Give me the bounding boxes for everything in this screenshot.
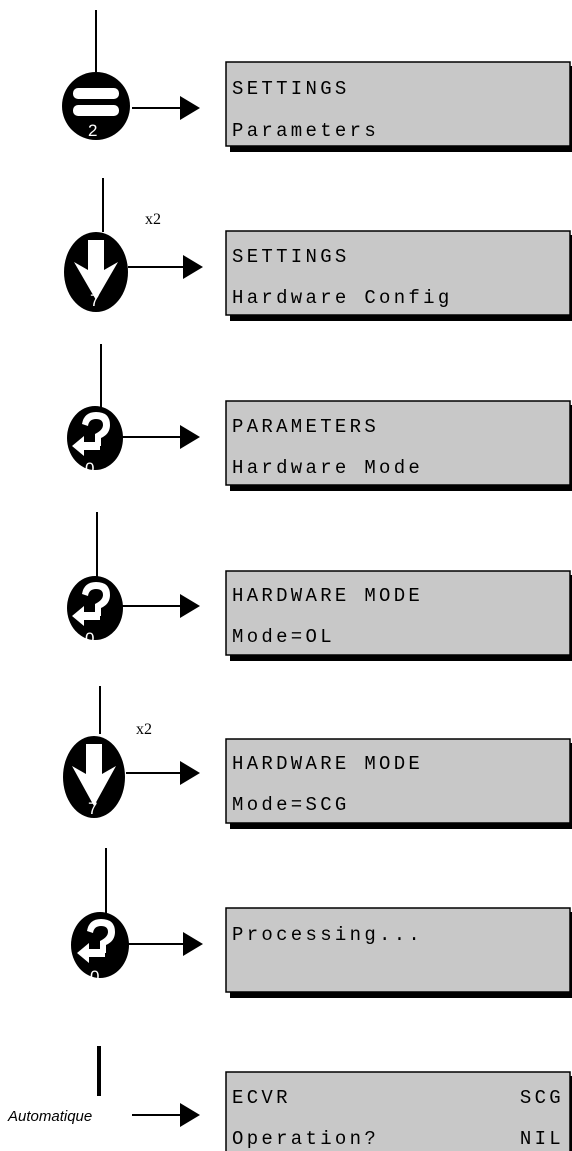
arrow-head <box>180 1103 200 1127</box>
press-count: x2 <box>136 721 152 738</box>
lcd-display: PARAMETERS Hardware Mode <box>225 400 572 491</box>
key-number: 0 <box>85 629 94 648</box>
key-number: 7 <box>90 291 99 310</box>
arrow-head <box>180 761 200 785</box>
lcd-line-1: PARAMETERS <box>232 416 379 438</box>
step-1: 2 SETTINGS Parameters <box>62 10 572 152</box>
step-5: x2 7 HARDWARE MODE Mode=SCG <box>63 686 572 829</box>
enter-key-icon <box>67 576 123 640</box>
lcd-line-1: ECVR <box>232 1087 291 1109</box>
lcd-line-2: Operation? <box>232 1128 379 1150</box>
lcd-display: Processing... <box>225 907 572 998</box>
step-2: x2 7 SETTINGS Hardware Config <box>64 178 572 321</box>
lcd-line-1: SETTINGS <box>232 78 350 100</box>
lcd-line-1: HARDWARE MODE <box>232 753 423 775</box>
lcd-display: ECVR SCG Operation? NIL <box>225 1071 572 1151</box>
lcd-line-2: Hardware Mode <box>232 457 423 479</box>
enter-key-icon <box>71 912 129 978</box>
lcd-display: SETTINGS Parameters <box>225 61 572 152</box>
key-number: 0 <box>85 459 94 478</box>
arrow-head <box>183 932 203 956</box>
lcd-line-1: Processing... <box>232 924 423 946</box>
step-3: 0 PARAMETERS Hardware Mode <box>67 344 572 491</box>
key-number: 2 <box>88 121 97 140</box>
step-7: Automatique ECVR SCG Operation? NIL <box>7 1046 572 1151</box>
arrow-head <box>180 594 200 618</box>
down-arrow-key-icon <box>64 232 128 312</box>
arrow-head <box>180 425 200 449</box>
step-6: 0 Processing... <box>71 848 572 998</box>
lcd-line-2-right: NIL <box>520 1128 564 1150</box>
lcd-line-2: Mode=OL <box>232 626 335 648</box>
down-arrow-key-icon <box>63 736 125 818</box>
equals-key-icon <box>62 72 130 140</box>
lcd-line-2: Mode=SCG <box>232 794 350 816</box>
lcd-line-2: Parameters <box>232 120 379 142</box>
lcd-line-2: Hardware Config <box>232 287 453 309</box>
key-number: 0 <box>90 967 99 986</box>
lcd-line-1: HARDWARE MODE <box>232 585 423 607</box>
key-number: 7 <box>88 799 97 818</box>
lcd-display: SETTINGS Hardware Config <box>225 230 572 321</box>
lcd-line-1: SETTINGS <box>232 246 350 268</box>
lcd-display: HARDWARE MODE Mode=OL <box>225 570 572 661</box>
lcd-display: HARDWARE MODE Mode=SCG <box>225 738 572 829</box>
automatic-label: Automatique <box>7 1108 92 1125</box>
step-4: 0 HARDWARE MODE Mode=OL <box>67 512 572 661</box>
enter-key-icon <box>67 406 123 470</box>
lcd-line-1-right: SCG <box>520 1087 564 1109</box>
arrow-head <box>183 255 203 279</box>
press-count: x2 <box>145 211 161 228</box>
arrow-head <box>180 96 200 120</box>
